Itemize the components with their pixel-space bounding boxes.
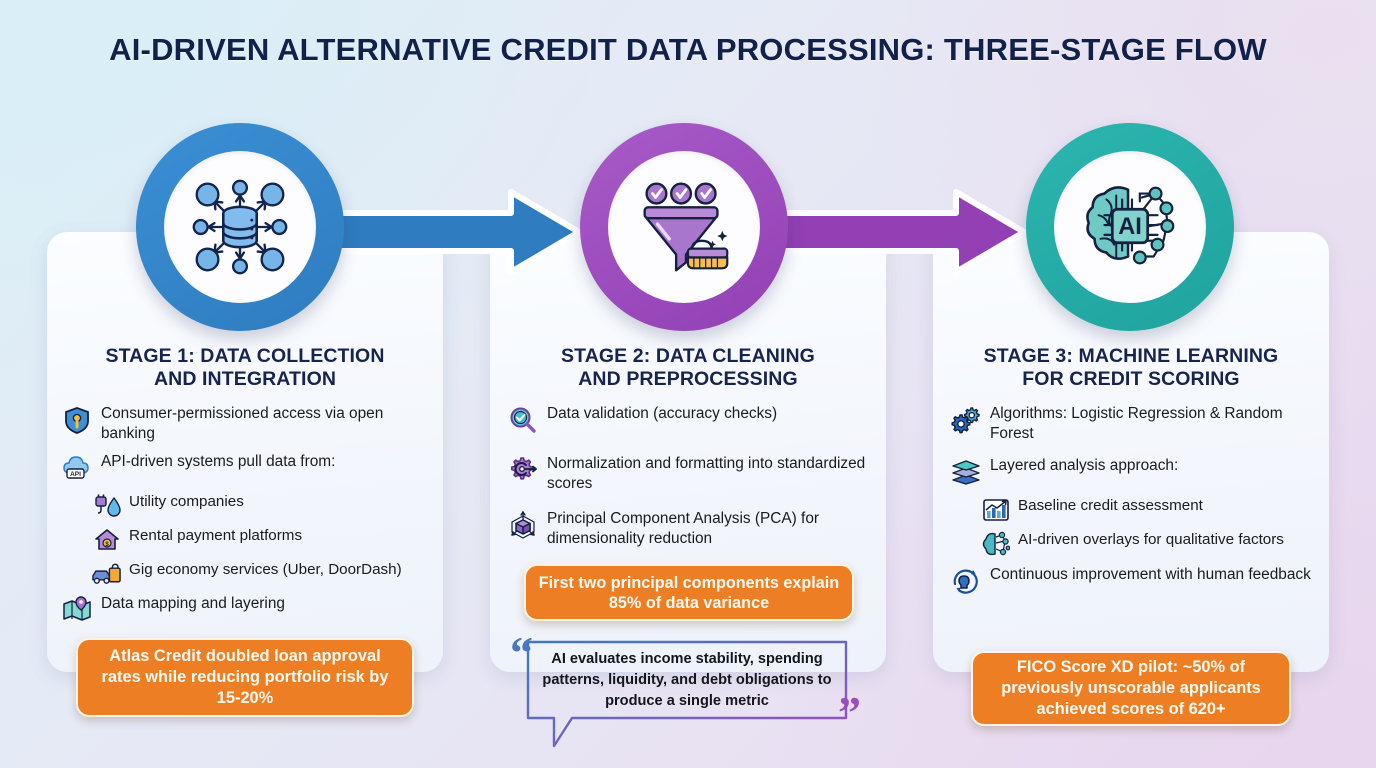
stage-3-callout: FICO Score XD pilot: ~50% of previously … xyxy=(971,651,1291,726)
ai-brain-chip-icon: AI xyxy=(1054,151,1206,303)
feedback-loop-icon xyxy=(949,566,983,596)
gear-arrow-icon xyxy=(506,455,540,485)
list-item-label: Baseline credit assessment xyxy=(1018,497,1203,514)
gears-icon xyxy=(949,405,983,435)
svg-text:API: API xyxy=(70,471,81,478)
map-pin-icon xyxy=(60,595,94,625)
bar-chart-icon xyxy=(980,497,1011,523)
stage-2-heading: STAGE 2: DATA CLEANING AND PREPROCESSING xyxy=(490,345,886,391)
list-item-label: Utility companies xyxy=(129,493,244,510)
list-item-label: Rental payment platforms xyxy=(129,527,303,544)
list-item: Principal Component Analysis (PCA) for d… xyxy=(506,509,878,548)
list-item: Data validation (accuracy checks) xyxy=(506,404,878,435)
list-item-label: Data validation (accuracy checks) xyxy=(547,405,778,422)
stage-2-quote-box: “ ” AI evaluates income stability, spend… xyxy=(498,628,878,753)
stage-2-heading-line2: AND PREPROCESSING xyxy=(578,368,798,390)
stage-1-callout: Atlas Credit doubled loan approval rates… xyxy=(76,638,414,717)
stage-3-heading-line1: STAGE 3: MACHINE LEARNING xyxy=(983,345,1279,367)
list-item: Normalization and formatting into standa… xyxy=(506,454,878,493)
page-title: AI-DRIVEN ALTERNATIVE CREDIT DATA PROCES… xyxy=(109,32,1267,67)
funnel-brush-icon xyxy=(608,151,760,303)
arrow-stage2-to-stage3 xyxy=(777,186,1028,278)
ai-network-icon xyxy=(980,531,1011,557)
list-item: Consumer-permissioned access via open ba… xyxy=(60,404,432,443)
list-item: Data mapping and layering xyxy=(60,594,432,625)
plug-water-icon xyxy=(91,493,122,519)
shield-key-icon xyxy=(60,405,94,435)
stage-2-quote-text: AI evaluates income stability, spending … xyxy=(542,651,832,709)
list-item-label: Consumer-permissioned access via open ba… xyxy=(101,405,384,442)
list-item-label: Continuous improvement with human feedba… xyxy=(990,566,1311,583)
list-item-label: Principal Component Analysis (PCA) for d… xyxy=(547,510,820,547)
list-item-label: Gig economy services (Uber, DoorDash) xyxy=(129,561,402,578)
stage-2-circle xyxy=(580,123,788,331)
house-dollar-icon: $ xyxy=(91,527,122,553)
list-item-label: AI-driven overlays for qualitative facto… xyxy=(1018,531,1284,548)
list-item: Layered analysis approach: xyxy=(949,456,1321,487)
cloud-api-icon: API xyxy=(60,453,94,483)
stage-3-heading: STAGE 3: MACHINE LEARNING FOR CREDIT SCO… xyxy=(933,345,1329,391)
list-item-label: Data mapping and layering xyxy=(101,595,285,612)
list-item: Gig economy services (Uber, DoorDash) xyxy=(91,560,432,587)
stage-2-callout: First two principal components explain 8… xyxy=(524,564,854,621)
database-network-icon xyxy=(164,151,316,303)
list-item: AI-driven overlays for qualitative facto… xyxy=(980,530,1321,557)
stage-1-heading-line2: AND INTEGRATION xyxy=(153,368,337,390)
stage-3-heading-line2: FOR CREDIT SCORING xyxy=(1022,368,1240,390)
car-bag-icon xyxy=(91,561,122,587)
list-item-label: Normalization and formatting into standa… xyxy=(547,455,866,492)
list-item-label: Algorithms: Logistic Regression & Random… xyxy=(990,405,1283,442)
cube-axes-icon xyxy=(506,510,540,540)
stage-3-circle: AI xyxy=(1026,123,1234,331)
stage-1-circle xyxy=(136,123,344,331)
list-item-label: Layered analysis approach: xyxy=(990,457,1179,474)
quote-close-icon: ” xyxy=(838,687,861,738)
stage-1-heading-line1: STAGE 1: DATA COLLECTION xyxy=(105,345,385,367)
svg-text:$: $ xyxy=(105,542,109,548)
quote-open-icon: “ xyxy=(510,627,533,678)
magnifier-check-icon xyxy=(506,405,540,435)
list-item: Continuous improvement with human feedba… xyxy=(949,565,1321,596)
stage-3-bullet-list: Algorithms: Logistic Regression & Random… xyxy=(949,404,1321,605)
svg-text:AI: AI xyxy=(1118,214,1142,240)
list-item: Algorithms: Logistic Regression & Random… xyxy=(949,404,1321,443)
list-item-label: API-driven systems pull data from: xyxy=(101,453,336,470)
stage-2-heading-line1: STAGE 2: DATA CLEANING xyxy=(561,345,815,367)
list-item: Baseline credit assessment xyxy=(980,496,1321,523)
list-item: Utility companies xyxy=(91,492,432,519)
stage-1-bullet-list: Consumer-permissioned access via open ba… xyxy=(60,404,432,634)
list-item: $ Rental payment platforms xyxy=(91,526,432,553)
stage-1-heading: STAGE 1: DATA COLLECTION AND INTEGRATION xyxy=(47,345,443,391)
stage-2-bullet-list: Data validation (accuracy checks) Normal… xyxy=(506,404,878,557)
arrow-stage1-to-stage2 xyxy=(332,186,583,278)
list-item: API API-driven systems pull data from: xyxy=(60,452,432,483)
layers-icon xyxy=(949,457,983,487)
